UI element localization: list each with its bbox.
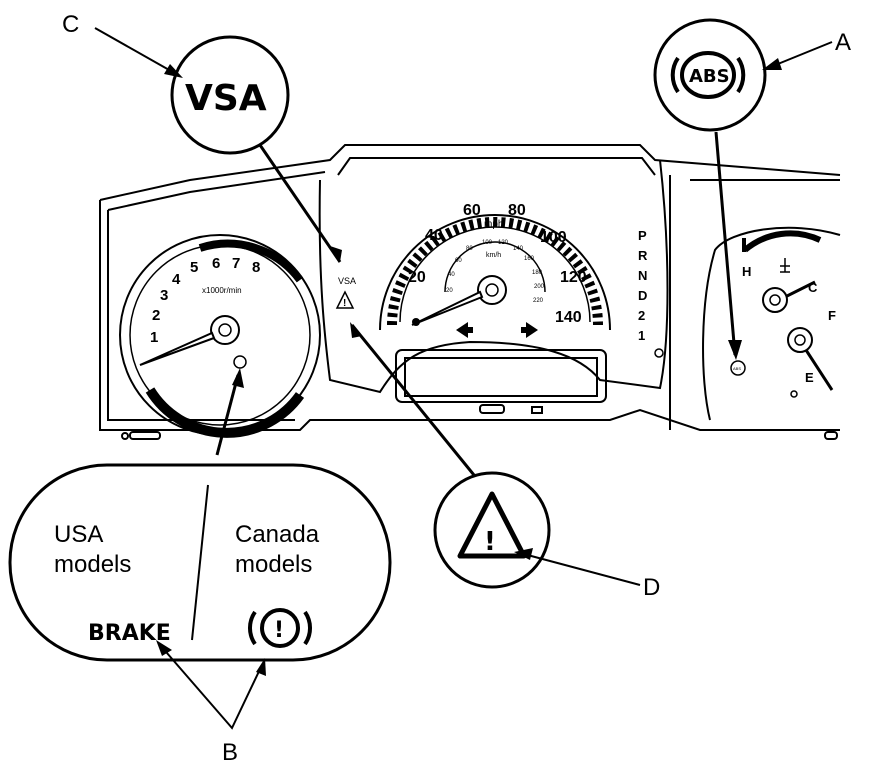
vsa-indicator: VSA ! [335,276,356,309]
abs-indicator-light [730,360,746,376]
mph-unit: mph [484,219,503,230]
canada-label-1: Canada [235,521,320,548]
tach-tick-5: 5 [190,259,198,276]
tach-tick-6: 6 [212,255,220,272]
speedometer: 20 40 60 80 100 120 140 mph 20 40 60 80 … [379,202,611,338]
kmh-200: 200 [534,284,545,290]
mph-80: 80 [508,202,526,219]
mph-20: 20 [408,269,426,286]
gear-r: R [638,248,648,263]
parking-brake-exclamation: ! [274,618,284,643]
abs-indicator-label: ABS [733,366,741,371]
tach-tick-3: 3 [160,287,168,304]
parking-brake-icon [260,608,300,648]
temp-hot: H [742,264,751,279]
speedo-needle-hub [477,275,507,305]
tach-tick-4: 4 [172,271,181,288]
tach-needle-hub [210,315,240,345]
tach-needle [139,331,216,366]
cluster-housing [99,144,841,440]
gear-p: P [638,228,647,243]
tach-unit: x1000r/min [202,286,242,295]
abs-symbol: ABS [689,66,730,87]
kmh-20: 20 [446,288,453,294]
label-b: B [222,739,238,766]
speedo-needle [411,290,484,326]
warning-exclamation: ! [484,527,496,557]
fuel-full: F [828,308,836,323]
tach-tick-7: 7 [232,255,240,272]
label-d: D [643,574,660,601]
coolant-temp-icon [780,258,790,273]
temp-cold: C [808,280,818,295]
mph-40: 40 [425,227,443,244]
mph-120: 120 [560,269,587,286]
tachometer: 1 2 3 4 5 6 7 8 x1000r/min [119,234,321,438]
tach-tick-1: 1 [150,329,158,346]
left-turn-signal-icon [456,322,468,338]
mph-60: 60 [463,202,481,219]
callout-a-abs: ABS A [653,18,851,360]
gear-2: 2 [638,308,645,323]
tach-tick-2: 2 [152,307,160,324]
gear-indicator: P R N D 2 1 [638,228,664,358]
kmh-80: 80 [466,246,473,252]
kmh-60: 60 [455,258,462,264]
gear-1: 1 [638,328,645,343]
mph-100: 100 [540,229,567,246]
warning-triangle-icon [457,491,527,559]
kmh-160: 160 [524,256,535,262]
label-c: C [62,11,79,38]
kmh-140: 140 [513,246,524,252]
vsa-indicator-label: VSA [338,276,356,286]
kmh-220: 220 [533,298,544,304]
kmh-100: 100 [482,240,493,246]
vsa-indicator-exclamation: ! [343,298,346,309]
gear-d: D [638,288,647,303]
callout-d-warning: ! D [350,322,660,601]
usa-label-2: models [54,551,131,578]
kmh-180: 180 [532,270,543,276]
usa-label-1: USA [54,521,103,548]
kmh-120: 120 [498,240,509,246]
abs-symbol-icon [680,51,736,99]
mph-140: 140 [555,309,582,326]
callout-b-brake: USA models Canada models BRAKE ! B [8,368,392,766]
fuel-empty: E [805,370,814,385]
gear-n: N [638,268,647,283]
brake-indicator-light [233,355,247,369]
canada-label-2: models [235,551,312,578]
tach-tick-8: 8 [252,259,260,276]
vsa-symbol: VSA [185,78,267,119]
kmh-40: 40 [448,272,455,278]
right-turn-signal-icon [526,322,538,338]
vsa-indicator-triangle-icon [335,290,355,309]
kmh-unit: km/h [486,252,501,259]
temp-fuel-gauges: H C F E ABS [702,226,841,421]
callout-c-vsa: VSA C [62,11,342,263]
label-a: A [835,29,851,56]
